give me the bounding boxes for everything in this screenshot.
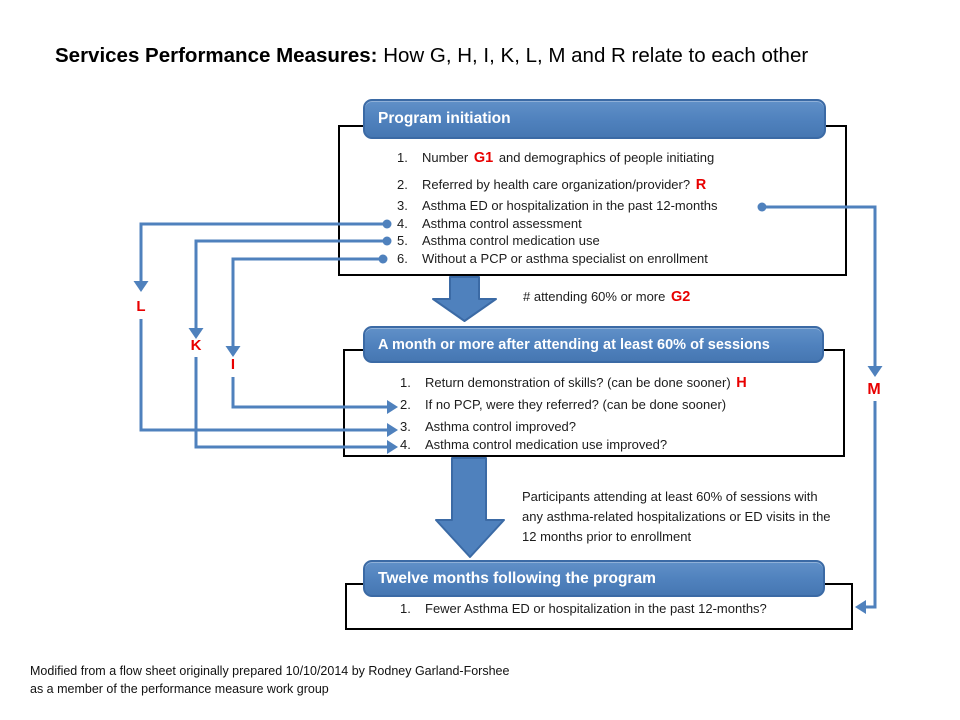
connector-k-arrowhead-right (387, 440, 398, 454)
connector-i-arrowhead-right (387, 400, 398, 414)
item-text-pre: If no PCP, were they referred? (can be d… (425, 397, 727, 412)
item-text-pre: Asthma ED or hospitalization in the past… (422, 198, 718, 213)
item-text-pre: Number (422, 150, 472, 165)
list-item-text: Asthma control assessment (422, 216, 582, 231)
connector-k-line-bottom (194, 357, 387, 449)
list-item-text: Asthma control medication use improved? (425, 437, 667, 452)
list-item-text: Referred by health care organization/pro… (422, 177, 708, 193)
block-arrow-down-2 (435, 457, 505, 558)
measure-tag-g1: G1 (473, 150, 494, 166)
connector-l-arrowhead-down (133, 281, 149, 292)
item-text-pre: Asthma control medication use (422, 233, 600, 248)
arrow1-caption: # attending 60% or more G2 (523, 289, 692, 305)
footer-line-2: as a member of the performance measure w… (30, 682, 329, 696)
list-item-number: 4. (400, 437, 411, 452)
item-text-pre: Return demonstration of skills? (can be … (425, 375, 735, 390)
connector-label-m: M (867, 381, 881, 398)
connector-l-line-bottom (139, 319, 387, 432)
footer-note: Modified from a flow sheet originally pr… (30, 662, 509, 698)
list-item: 1. Number G1 and demographics of people i… (397, 150, 714, 166)
box-month-after-sessions (343, 349, 845, 457)
connector-k-arrowhead-down (188, 328, 204, 339)
connector-m-line-bottom (866, 401, 877, 609)
box-header-label: Program initiation (378, 110, 511, 127)
arrow2-caption: Participants attending at least 60% of s… (522, 489, 831, 544)
connector-label-i: I (230, 356, 236, 373)
footer-line-1: Modified from a flow sheet originally pr… (30, 664, 510, 678)
box-program-initiation-header: Program initiation (363, 99, 826, 139)
list-item-number: 3. (400, 419, 411, 434)
list-item-number: 1. (400, 601, 411, 616)
list-item: 3. Asthma ED or hospitalization in the pa… (397, 198, 718, 213)
list-item-text: Asthma control improved? (425, 419, 576, 434)
connector-l-line-top (139, 222, 387, 281)
connector-m-arrowhead-left (855, 600, 866, 614)
list-item: 6. Without a PCP or asthma specialist on … (397, 251, 708, 266)
connector-label-l: L (136, 298, 146, 315)
list-item: 4. Asthma control medication use improved… (400, 437, 667, 452)
measure-tag-g2: G2 (670, 289, 691, 305)
connector-i-line-bottom (231, 377, 387, 409)
page-title-rest: How G, H, I, K, L, M and R relate to eac… (377, 44, 809, 67)
measure-tag-r: R (695, 177, 707, 193)
list-item-number: 1. (400, 375, 411, 390)
list-item-number: 1. (397, 150, 408, 165)
list-item-number: 5. (397, 233, 408, 248)
item-text-pre: Without a PCP or asthma specialist on en… (422, 251, 708, 266)
box-program-initiation (338, 125, 847, 276)
list-item-text: Without a PCP or asthma specialist on en… (422, 251, 708, 266)
item-text-pre: Referred by health care organization/pro… (422, 177, 694, 192)
connector-m-arrowhead-down (867, 366, 883, 377)
connector-k-line-top (194, 239, 387, 328)
list-item: 2. If no PCP, were they referred? (can be… (400, 397, 726, 412)
list-item-text: Asthma ED or hospitalization in the past… (422, 198, 718, 213)
box-twelve-months-following-header: Twelve months following the program (363, 560, 825, 597)
list-item-text: If no PCP, were they referred? (can be d… (425, 397, 726, 412)
list-item: 2. Referred by health care organization/p… (397, 177, 708, 193)
list-item-text: Fewer Asthma ED or hospitalization in th… (425, 601, 767, 616)
page-title: Services Performance Measures: How G, H,… (55, 44, 808, 68)
list-item: 4. Asthma control assessment (397, 216, 582, 231)
item-text-pre: Asthma control medication use improved? (425, 437, 668, 452)
arrow1-caption-text: # attending 60% or more (523, 289, 669, 304)
list-item-text: Return demonstration of skills? (can be … (425, 375, 749, 391)
page-title-bold: Services Performance Measures: (55, 44, 378, 67)
connector-label-k: K (190, 337, 202, 354)
block-arrow-down-1 (432, 276, 497, 322)
list-item: 5. Asthma control medication use (397, 233, 600, 248)
list-item-number: 6. (397, 251, 408, 266)
item-text-pre: Asthma control improved? (425, 419, 577, 434)
list-item-number: 3. (397, 198, 408, 213)
list-item: 1. Fewer Asthma ED or hospitalization in … (400, 601, 767, 616)
connector-m-line-top (762, 205, 877, 366)
list-item: 1. Return demonstration of skills? (can b… (400, 375, 749, 391)
connector-l-arrowhead-right (387, 423, 398, 437)
list-item-text: Asthma control medication use (422, 233, 600, 248)
connector-i-arrowhead-down (225, 346, 241, 357)
box-header-label: A month or more after attending at least… (378, 336, 770, 353)
list-item-number: 2. (400, 397, 411, 412)
list-item-text: Number G1 and demographics of people ini… (422, 150, 715, 166)
item-text-post: and demographics of people initiating (495, 150, 715, 165)
list-item-number: 4. (397, 216, 408, 231)
item-text-pre: Fewer Asthma ED or hospitalization in th… (425, 601, 767, 616)
measure-tag-h: H (736, 375, 747, 391)
list-item-number: 2. (397, 177, 408, 192)
box-month-after-sessions-header: A month or more after attending at least… (363, 326, 824, 363)
box-header-label: Twelve months following the program (378, 569, 656, 587)
list-item: 3. Asthma control improved? (400, 419, 576, 434)
connector-i-line-top (231, 257, 383, 346)
item-text-pre: Asthma control assessment (422, 216, 582, 231)
